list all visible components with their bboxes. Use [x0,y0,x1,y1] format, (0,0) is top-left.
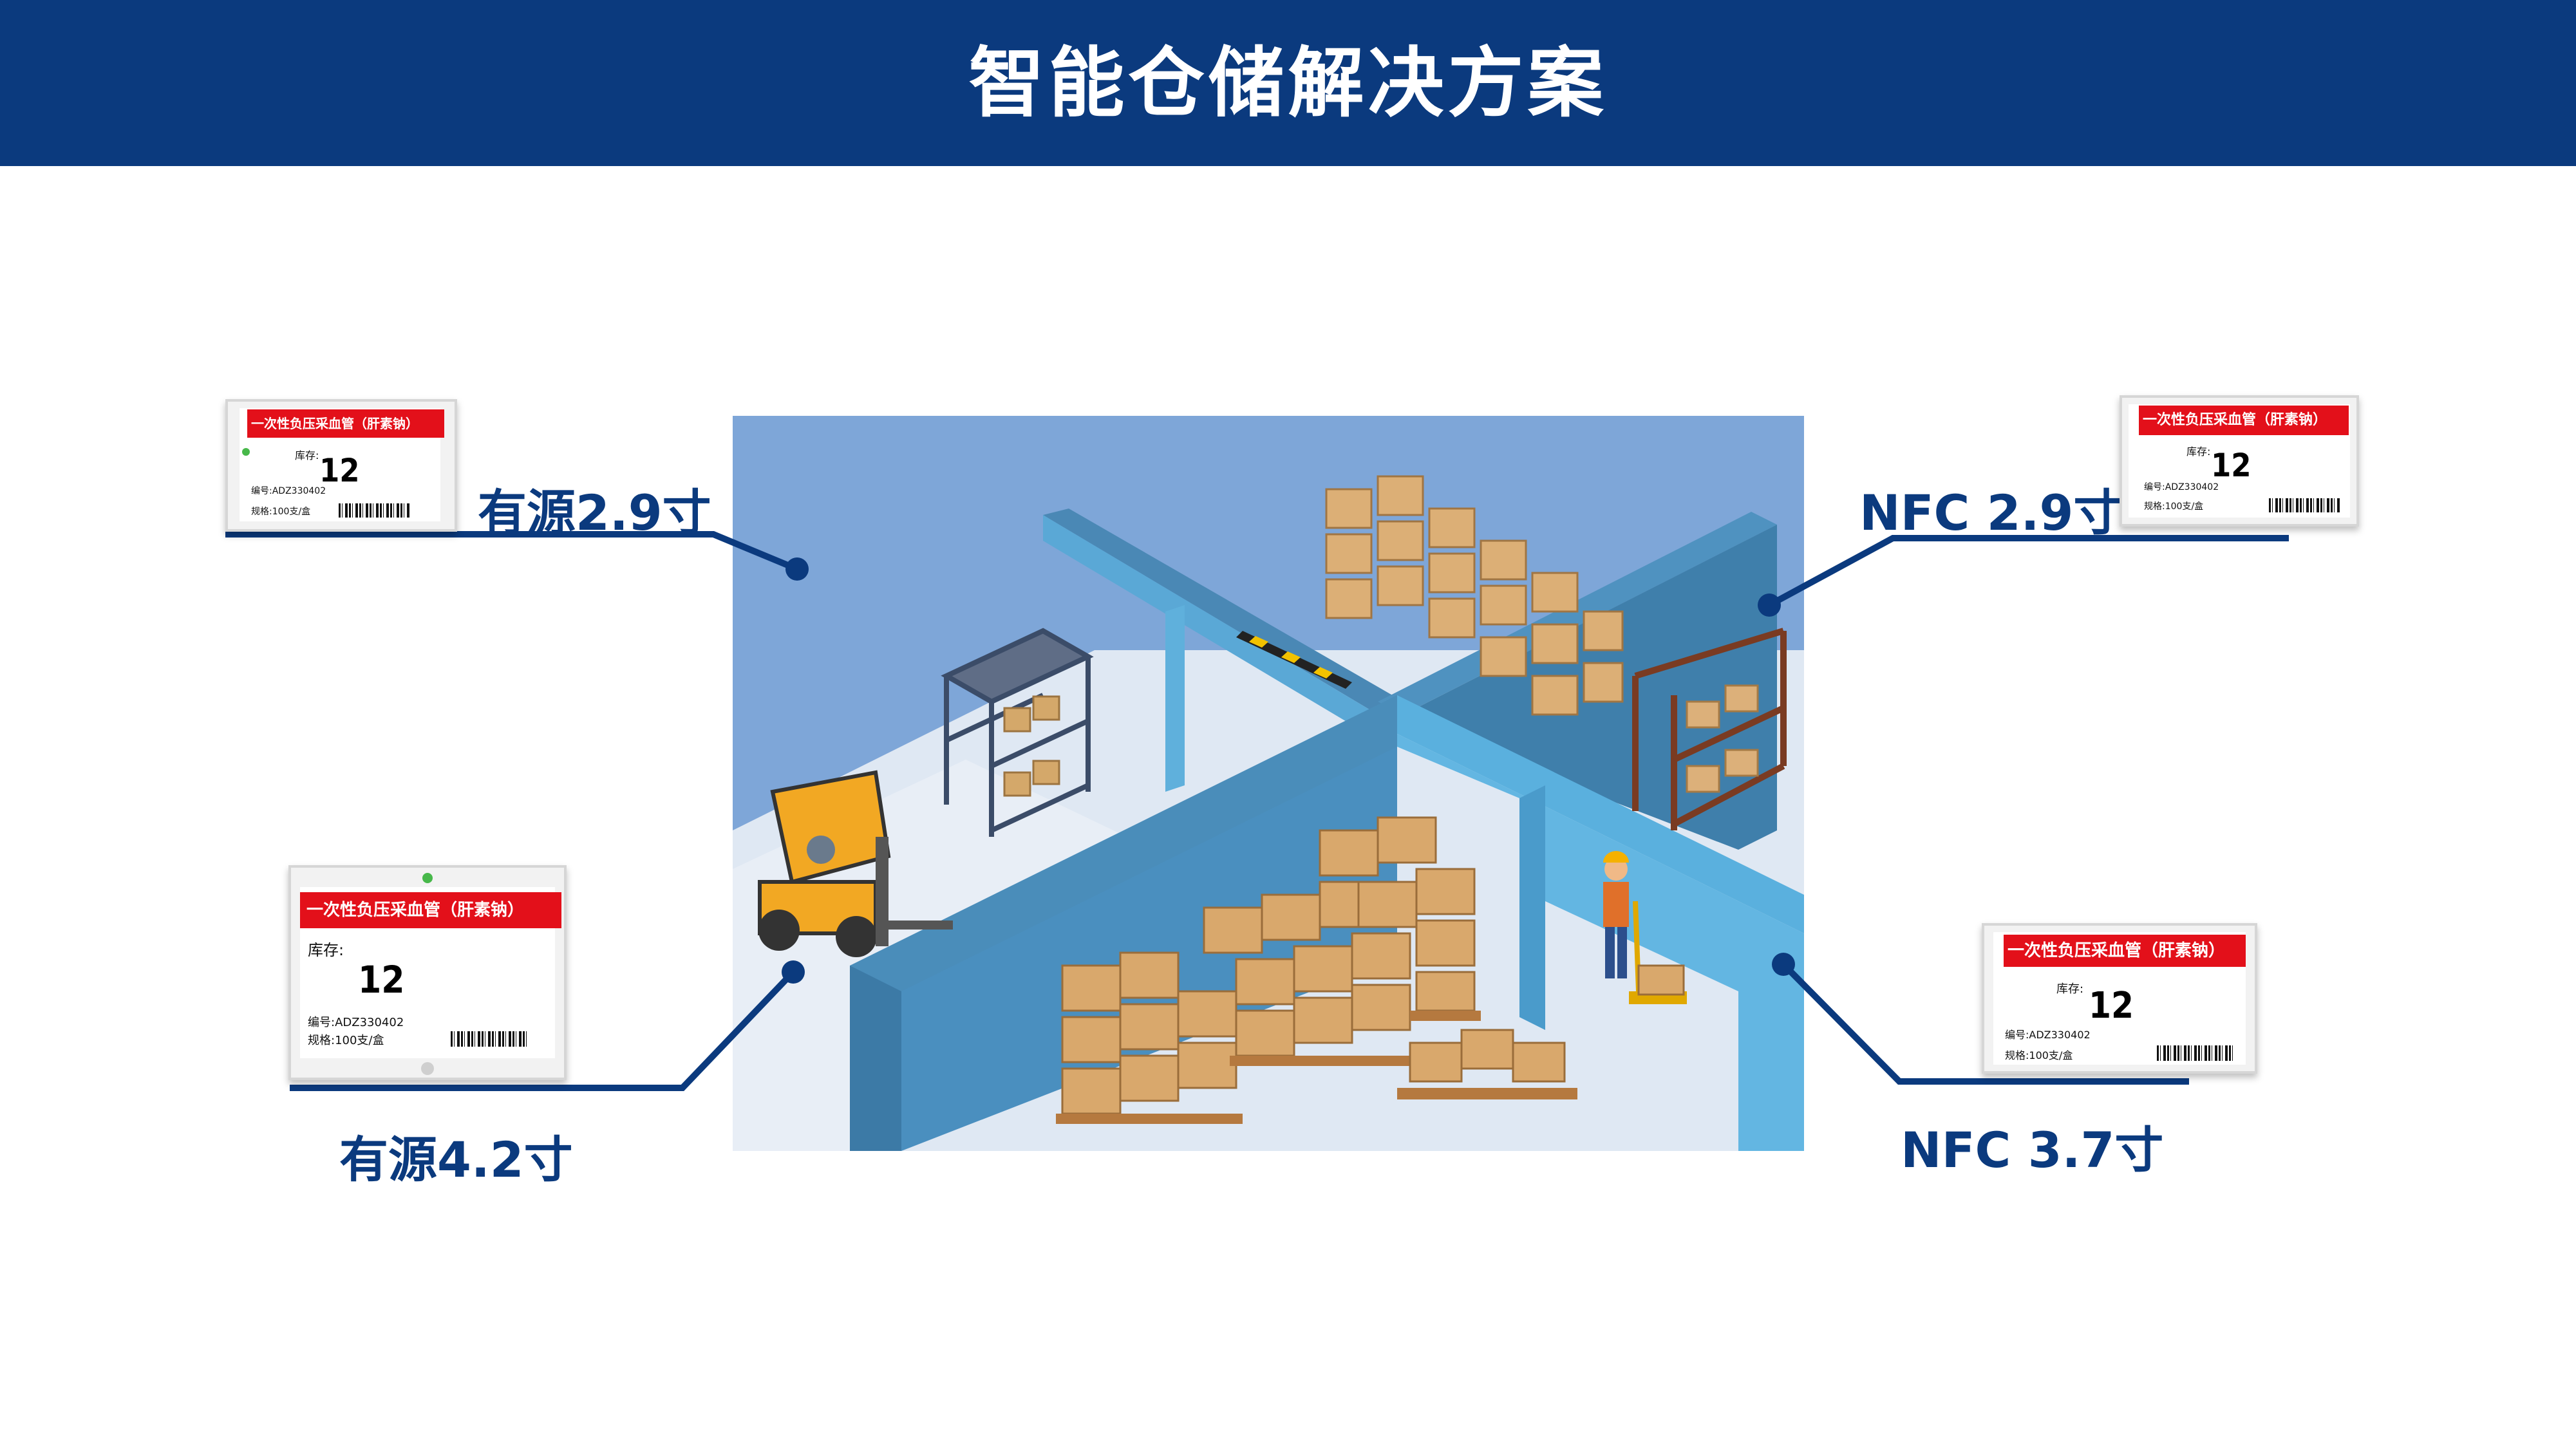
connector-dot [1758,594,1781,617]
tag-spec: 规格:100支/盒 [308,1034,384,1047]
tag-spec: 规格:100支/盒 [2005,1049,2073,1061]
back-box-stacks [1325,475,1624,716]
tag-stock-label: 库存: [295,449,319,462]
tag-stock-label: 库存: [2186,445,2211,458]
connector-lines [225,531,2289,1091]
connector-dot [782,960,805,984]
tag-stock-value: 12 [2211,447,2252,484]
label-active-4-2: 有源4.2寸 [339,1131,573,1188]
tag-stock-value: 12 [358,958,405,1002]
esl-tag-nfc-3-7: 一次性负压采血管（肝素钠） 库存: 12 编号:ADZ330402 规格:100… [1982,923,2257,1074]
tag-code: 编号:ADZ330402 [2005,1029,2091,1041]
tag-code: 编号:ADZ330402 [2144,482,2219,492]
tag-product-title: 一次性负压采血管（肝素钠） [2139,406,2349,435]
tag-spec: 规格:100支/盒 [251,507,311,517]
barcode-icon [451,1031,528,1047]
tag-product-title: 一次性负压采血管（肝素钠） [247,409,444,438]
barcode-icon [2269,498,2340,512]
header-bar [0,0,2576,166]
tag-stock-label: 库存: [2056,982,2084,996]
tag-product-title: 一次性负压采血管（肝素钠） [2004,935,2246,967]
esl-tag-active-2-9: 一次性负压采血管（肝素钠） 库存: 12 编号:ADZ330402 规格:100… [225,399,457,532]
label-nfc-2-9: NFC 2.9寸 [1859,484,2123,541]
status-led [422,873,433,883]
esl-tag-nfc-2-9: 一次性负压采血管（肝素钠） 库存: 12 编号:ADZ330402 规格:100… [2120,395,2359,527]
barcode-icon [2157,1045,2234,1061]
tag-stock-label: 库存: [308,941,344,959]
worker [1603,851,1687,1004]
connector-dot [1772,953,1795,976]
esl-tag-active-4-2: 一次性负压采血管（肝素钠） 库存: 12 编号:ADZ330402 规格:100… [288,865,567,1080]
page-title: 智能仓储解决方案 [968,39,1608,127]
tag-stock-value: 12 [319,452,360,489]
front-box-stacks [1061,816,1476,1115]
tag-code: 编号:ADZ330402 [251,486,326,496]
forklift [758,770,953,957]
label-nfc-3-7: NFC 3.7寸 [1901,1121,2164,1179]
label-active-2-9: 有源2.9寸 [478,484,711,541]
tag-code: 编号:ADZ330402 [308,1016,404,1029]
tag-spec: 规格:100支/盒 [2144,501,2204,512]
status-led [242,448,250,456]
wooden-shelf [1632,628,1787,830]
barcode-icon [339,503,409,518]
tag-stock-value: 12 [2089,985,2134,1027]
connector-dot [785,557,809,581]
metal-shelf [941,628,1094,837]
tag-product-title: 一次性负压采血管（肝素钠） [300,892,561,928]
button-dot [421,1062,434,1075]
